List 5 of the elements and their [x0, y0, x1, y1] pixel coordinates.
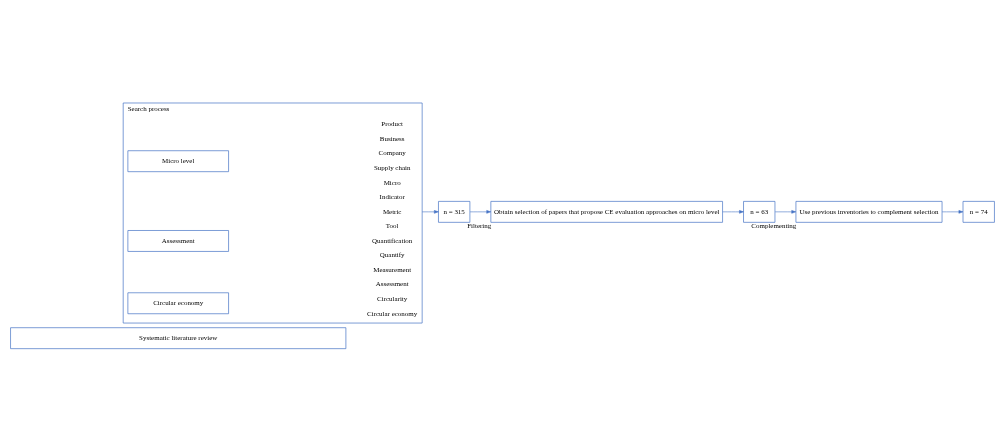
arrow [722, 209, 744, 214]
arrow [469, 209, 492, 214]
arrow [941, 209, 964, 214]
arrow [774, 209, 797, 214]
arrow [421, 209, 439, 214]
